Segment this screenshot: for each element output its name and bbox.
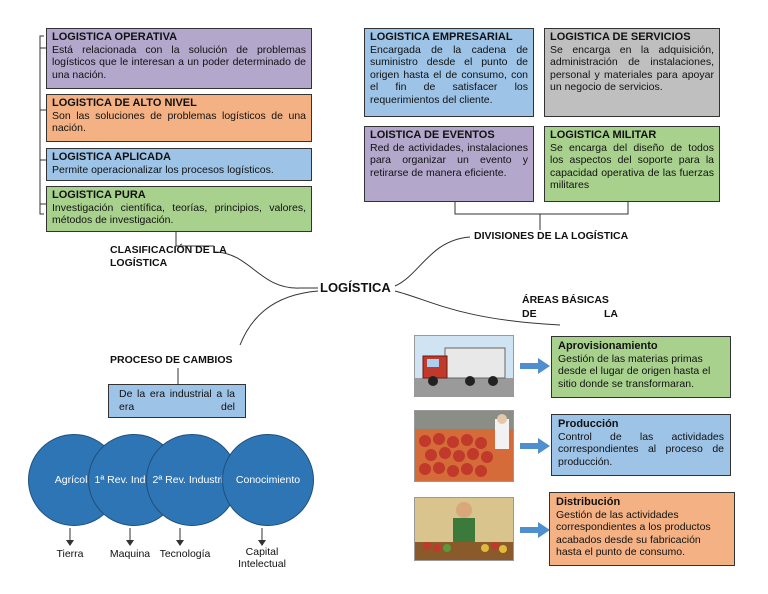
arrow-right-icon: [520, 358, 550, 374]
logistica-pura-box: LOGISTICA PURA Investigación científica,…: [46, 186, 312, 232]
box-title: Distribución: [556, 496, 621, 508]
logistica-servicios-box: LOGISTICA DE SERVICIOS Se encarga en la …: [544, 28, 720, 117]
tomato-market-picture: [414, 410, 514, 482]
logistica-alto-nivel-box: LOGISTICA DE ALTO NIVEL Son las solucion…: [46, 94, 312, 142]
areas-label-de: DE: [522, 308, 537, 320]
box-body: Gestión de las actividades correspondien…: [556, 508, 711, 559]
era-industrial-box: De la era industrial a la era del: [108, 384, 246, 418]
box-body: Control de las actividades correspondien…: [558, 430, 724, 468]
box-title: LOGISTICA MILITAR: [550, 129, 657, 141]
distribucion-box: Distribución Gestión de las actividades …: [549, 492, 735, 566]
logistica-empresarial-box: LOGISTICA EMPRESARIAL Encargada de la ca…: [364, 28, 534, 117]
box-title: LOGISTICA PURA: [52, 189, 146, 201]
logistica-eventos-box: LOISTICA DE EVENTOS Red de actividades, …: [364, 126, 534, 202]
center-node: LOGÍSTICA: [320, 280, 391, 295]
arrow-right-icon: [520, 522, 550, 538]
box-body: Gestión de las materias primas desde el …: [558, 352, 711, 390]
box-title: Aprovisionamiento: [558, 340, 658, 352]
box-title: LOGISTICA OPERATIVA: [52, 31, 178, 43]
market-vendor-picture: [414, 497, 514, 561]
areas-label-la: LA: [604, 308, 618, 320]
box-body: Investigación científica, teorías, princ…: [52, 201, 306, 227]
box-body: Red de actividades, instalaciones para o…: [370, 141, 528, 179]
box-body: Está relacionada con la solución de prob…: [52, 43, 306, 81]
areas-label-line1: ÁREAS BÁSICAS: [522, 294, 609, 306]
circle-conocimiento: Conocimiento: [222, 434, 314, 526]
box-title: Producción: [558, 418, 619, 430]
clasificacion-label: CLASIFICACIÓN DE LA LOGÍSTICA: [110, 244, 227, 269]
box-title: LOGISTICA DE SERVICIOS: [550, 31, 691, 43]
arrow-right-icon: [520, 438, 550, 454]
divisiones-label: DIVISIONES DE LA LOGÍSTICA: [474, 230, 629, 242]
box-body: Encargada de la cadena de suministro des…: [370, 43, 528, 106]
box-title: LOGISTICA EMPRESARIAL: [370, 31, 513, 43]
box-body: Se encarga en la adquisición, administra…: [550, 43, 714, 94]
logistica-aplicada-box: LOGISTICA APLICADA Permite operacionaliz…: [46, 148, 312, 181]
truck-picture: [414, 335, 514, 397]
logistica-militar-box: LOGISTICA MILITAR Se encarga del diseño …: [544, 126, 720, 202]
box-title: LOGISTICA APLICADA: [52, 151, 171, 163]
logistica-operativa-box: LOGISTICA OPERATIVA Está relacionada con…: [46, 28, 312, 89]
produccion-box: Producción Control de las actividades co…: [551, 414, 731, 476]
proceso-label: PROCESO DE CAMBIOS: [110, 354, 233, 366]
caption-tierra: Tierra: [56, 548, 84, 560]
box-body: Se encarga del diseño de todos los aspec…: [550, 141, 714, 192]
box-title: LOGISTICA DE ALTO NIVEL: [52, 97, 197, 109]
caption-capital-intelectual: Capital Intelectual: [238, 546, 286, 570]
box-body: De la era industrial a la era del: [119, 388, 235, 413]
caption-maquina: Maquina: [109, 548, 151, 560]
aprovisionamiento-box: Aprovisionamiento Gestión de las materia…: [551, 336, 731, 398]
box-body: Son las soluciones de problemas logístic…: [52, 109, 306, 135]
box-title: LOISTICA DE EVENTOS: [370, 129, 495, 141]
caption-tecnologia: Tecnología: [159, 548, 211, 560]
box-body: Permite operacionalizar los procesos log…: [52, 163, 274, 176]
